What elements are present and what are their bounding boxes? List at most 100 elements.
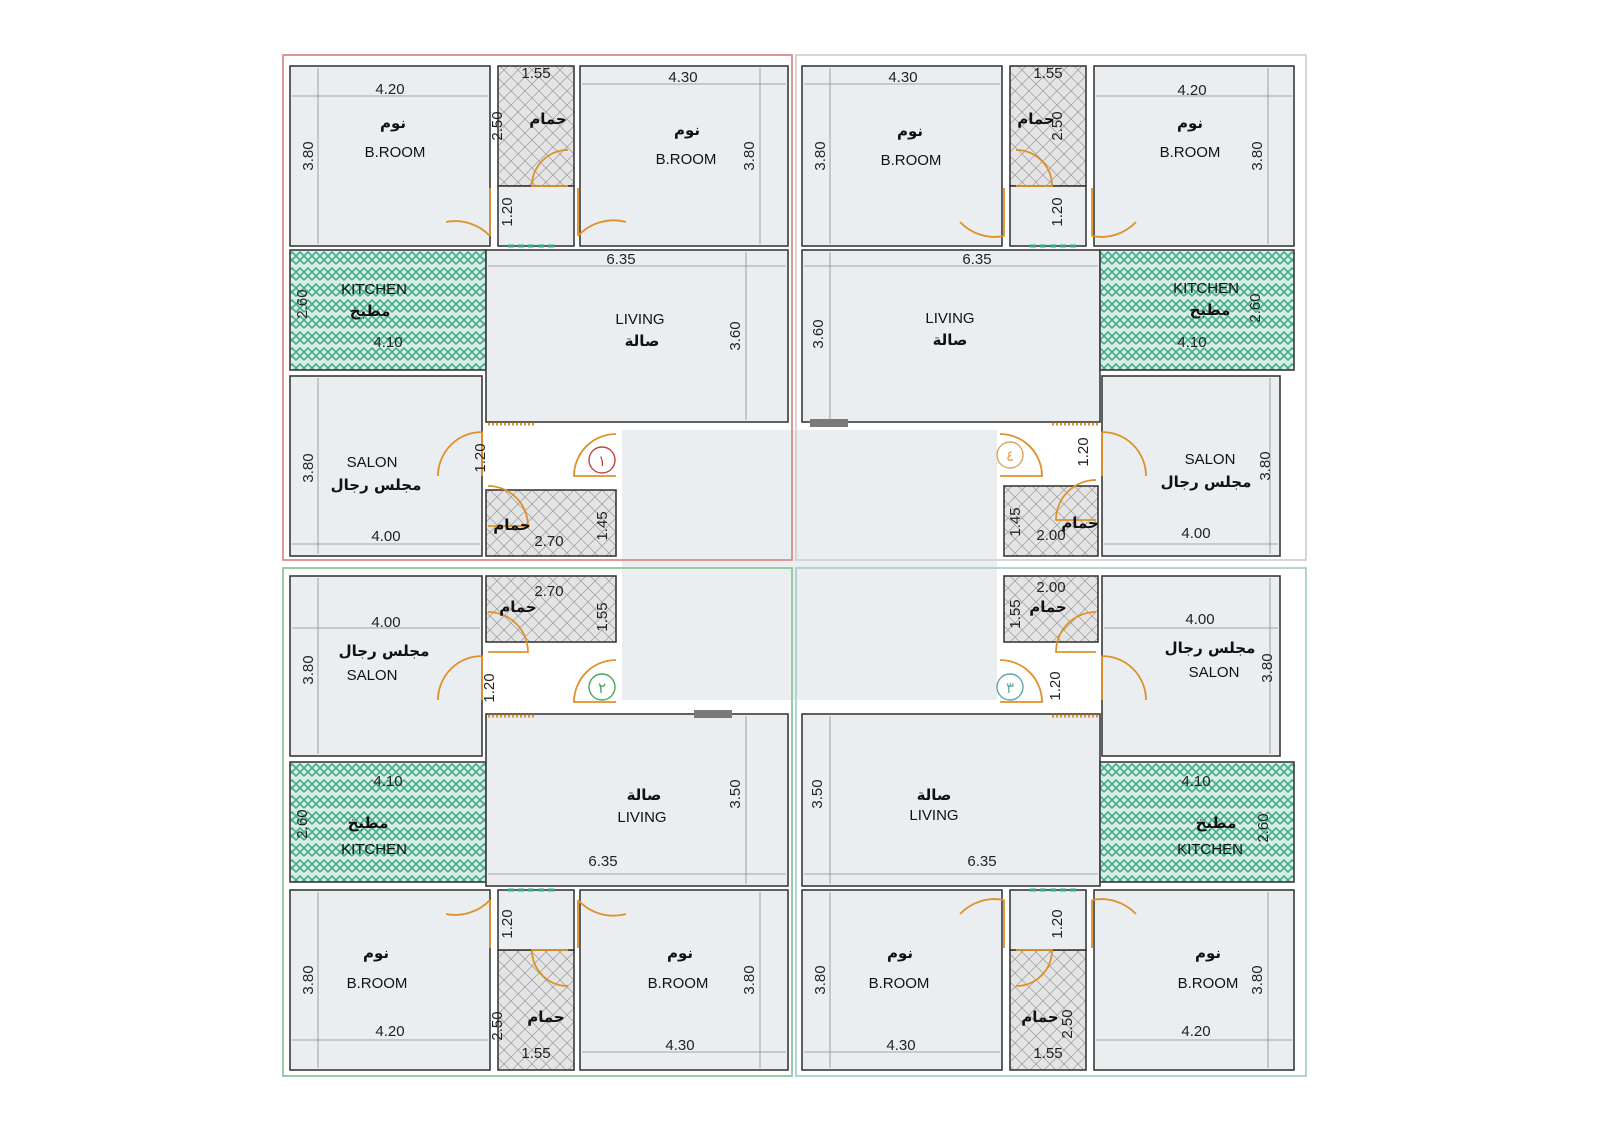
bedroom-room	[579, 889, 789, 1071]
courtyard	[622, 430, 997, 700]
dimension-height: 3.80	[1257, 451, 1274, 480]
door-swing	[999, 433, 1043, 477]
salon-label-ar: مجلس رجال	[331, 476, 422, 494]
dimension-height: 2.50	[1049, 111, 1066, 140]
dimension-height: 1.45	[1007, 507, 1024, 536]
bathroom-label-ar: حمام	[1021, 1008, 1059, 1026]
dimension-width: 1.55	[521, 1045, 550, 1062]
dimension-corridor: 1.20	[1049, 197, 1066, 226]
door-swing	[445, 188, 491, 237]
bedroom-label-ar: نوم	[380, 114, 406, 132]
door-swing	[1015, 949, 1053, 987]
dimension-width: 4.20	[1181, 1023, 1210, 1040]
unit-number: ٢	[598, 679, 606, 697]
corridor	[1009, 185, 1087, 247]
corridor	[1009, 889, 1087, 951]
entrance-marker	[810, 419, 848, 427]
unit-4-outline	[795, 54, 1307, 561]
salon-label-en: SALON	[1189, 664, 1240, 681]
dimension-width: 2.00	[1036, 527, 1065, 544]
dimension-height: 3.80	[300, 453, 317, 482]
living-room	[485, 249, 789, 423]
kitchen-label-ar: مطبخ	[1196, 814, 1237, 832]
dimension-width: 4.00	[371, 528, 400, 545]
bedroom-label-en: B.ROOM	[869, 975, 930, 992]
dimension-height: 2.50	[1059, 1009, 1076, 1038]
kitchen-label-ar: مطبخ	[350, 302, 391, 320]
door-swing	[1091, 188, 1137, 238]
unit-number: ١	[598, 452, 606, 470]
bedroom-label-en: B.ROOM	[1160, 144, 1221, 161]
dimension-width: 6.35	[606, 251, 635, 268]
bathroom-room	[485, 575, 617, 643]
living-label-ar: صالة	[933, 331, 968, 349]
kitchen-room	[1099, 761, 1295, 883]
dimension-height: 2.60	[294, 289, 311, 318]
bedroom-room	[579, 65, 789, 247]
dimension-corridor: 1.20	[499, 197, 516, 226]
bedroom-label-ar: نوم	[1177, 114, 1203, 132]
dimension-width: 6.35	[962, 251, 991, 268]
bathroom-room	[485, 489, 617, 557]
dimension-corridor: 1.20	[472, 443, 489, 472]
living-label-en: LIVING	[909, 807, 958, 824]
door-swing	[487, 611, 529, 653]
dimension-height: 1.55	[594, 602, 611, 631]
dimension-height: 3.80	[741, 141, 758, 170]
salon-room	[1101, 375, 1281, 557]
living-label-en: LIVING	[925, 310, 974, 327]
dimension-height: 3.80	[812, 141, 829, 170]
bedroom-label-en: B.ROOM	[881, 152, 942, 169]
dimension-width: 4.00	[371, 614, 400, 631]
dimension-corridor: 1.20	[499, 909, 516, 938]
dimension-height: 2.60	[1255, 813, 1272, 842]
door-swing	[437, 655, 483, 701]
unit-1-outline	[282, 54, 793, 561]
bathroom-label-ar: حمام	[1061, 514, 1099, 532]
bathroom-label-ar: حمام	[499, 598, 537, 616]
living-label-ar: صالة	[917, 786, 952, 804]
door-swing	[531, 949, 569, 987]
salon-room	[1101, 575, 1281, 757]
dimension-width: 6.35	[588, 853, 617, 870]
kitchen-label-en: KITCHEN	[341, 281, 407, 298]
door-swing	[577, 188, 627, 237]
dimension-corridor: 1.20	[1049, 909, 1066, 938]
kitchen-label-en: KITCHEN	[341, 841, 407, 858]
salon-label-ar: مجلس رجال	[1165, 639, 1256, 657]
bedroom-room	[801, 65, 1003, 247]
salon-label-en: SALON	[347, 454, 398, 471]
bedroom-label-en: B.ROOM	[648, 975, 709, 992]
door-swing	[437, 431, 483, 477]
bedroom-label-ar: نوم	[674, 121, 700, 139]
salon-label-ar: مجلس رجال	[339, 642, 430, 660]
dimension-corridor: 1.20	[1047, 671, 1064, 700]
salon-label-en: SALON	[1185, 451, 1236, 468]
living-room	[485, 713, 789, 887]
dimension-height: 2.50	[489, 1011, 506, 1040]
corridor	[497, 889, 575, 951]
living-room	[801, 713, 1101, 887]
unit-3-outline	[795, 567, 1307, 1077]
dimension-width: 4.20	[1177, 82, 1206, 99]
bedroom-label-en: B.ROOM	[1178, 975, 1239, 992]
living-label-ar: صالة	[625, 332, 660, 350]
door-swing	[1015, 149, 1053, 187]
dimension-width: 4.00	[1185, 611, 1214, 628]
bedroom-label-ar: نوم	[897, 122, 923, 140]
dimension-width: 2.70	[534, 533, 563, 550]
living-room	[801, 249, 1101, 423]
salon-label-ar: مجلس رجال	[1161, 473, 1252, 491]
dimension-width: 6.35	[967, 853, 996, 870]
salon-room	[289, 375, 483, 557]
dimension-height: 3.80	[1259, 653, 1276, 682]
dimension-width: 2.70	[534, 583, 563, 600]
bedroom-label-ar: نوم	[667, 944, 693, 962]
dimension-width: 4.10	[1181, 773, 1210, 790]
bathroom-label-ar: حمام	[527, 1008, 565, 1026]
bathroom-room	[1003, 575, 1099, 643]
dimension-height: 1.45	[594, 511, 611, 540]
dimension-height: 3.80	[741, 965, 758, 994]
door-swing	[959, 898, 1005, 948]
